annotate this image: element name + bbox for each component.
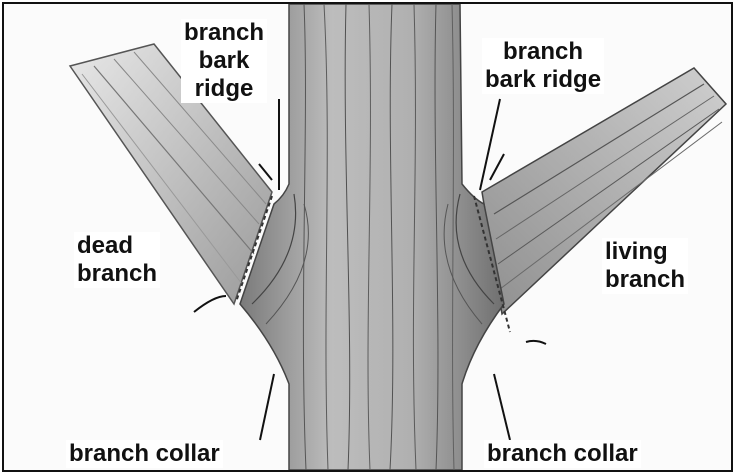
right-ridge-pointer <box>480 99 500 190</box>
right-ridge-arrow <box>490 154 504 180</box>
branch-collar-left-label: branch collar <box>66 440 223 468</box>
branch-bark-ridge-right-label: branch bark ridge <box>482 38 604 94</box>
left-collar-pointer <box>260 374 274 440</box>
illustration-frame: branch bark ridge branch bark ridge dead… <box>2 2 733 472</box>
right-collar-pointer <box>494 374 510 440</box>
trunk <box>240 4 504 470</box>
dead-collar-arrow <box>194 296 226 312</box>
living-collar-arrow <box>526 341 546 344</box>
living-branch-label: living branch <box>602 238 688 294</box>
branch-bark-ridge-left-label: branch bark ridge <box>181 19 267 103</box>
dead-branch-label: dead branch <box>74 232 160 288</box>
branch-collar-right-label: branch collar <box>484 440 641 468</box>
